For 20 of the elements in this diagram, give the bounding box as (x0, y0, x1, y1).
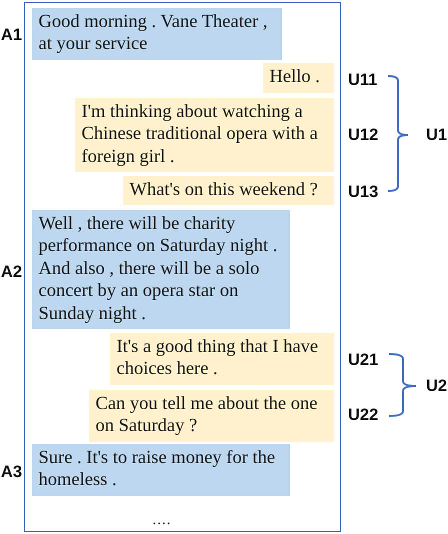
message-bubble: I'm thinking about watching a Chinese traditional opera with a foreign girl . (74, 98, 334, 172)
message-bubble: Good morning . Vane Theater , at your service (32, 8, 282, 60)
message-bubble: Hello . (262, 62, 334, 92)
message-bubble: It's a good thing that I have choices here . (110, 332, 334, 384)
turn-label: A2 (0, 263, 22, 281)
message-bubble: What's on this weekend ? (122, 176, 334, 204)
message-bubble: Can you tell me about the one on Saturday ? (88, 390, 334, 442)
dialogue-frame (24, 2, 341, 532)
turn-label: U13 (348, 183, 378, 201)
turn-label: U21 (348, 351, 378, 369)
turn-label: U11 (348, 71, 378, 89)
ellipsis: .... (152, 514, 172, 526)
group-label: U2 (426, 377, 448, 395)
turn-label: A1 (0, 26, 22, 44)
turn-label: A3 (0, 463, 22, 481)
message-bubble: Well , there will be charity performance on Saturday night . And also , there will be a solo concert by an opera star on Sunday night . (32, 210, 290, 328)
turn-label: U22 (348, 406, 378, 424)
message-bubble: Sure . It's to raise money for the homeless . (32, 444, 290, 496)
turn-label: U12 (348, 126, 378, 144)
group-label: U1 (426, 126, 448, 144)
